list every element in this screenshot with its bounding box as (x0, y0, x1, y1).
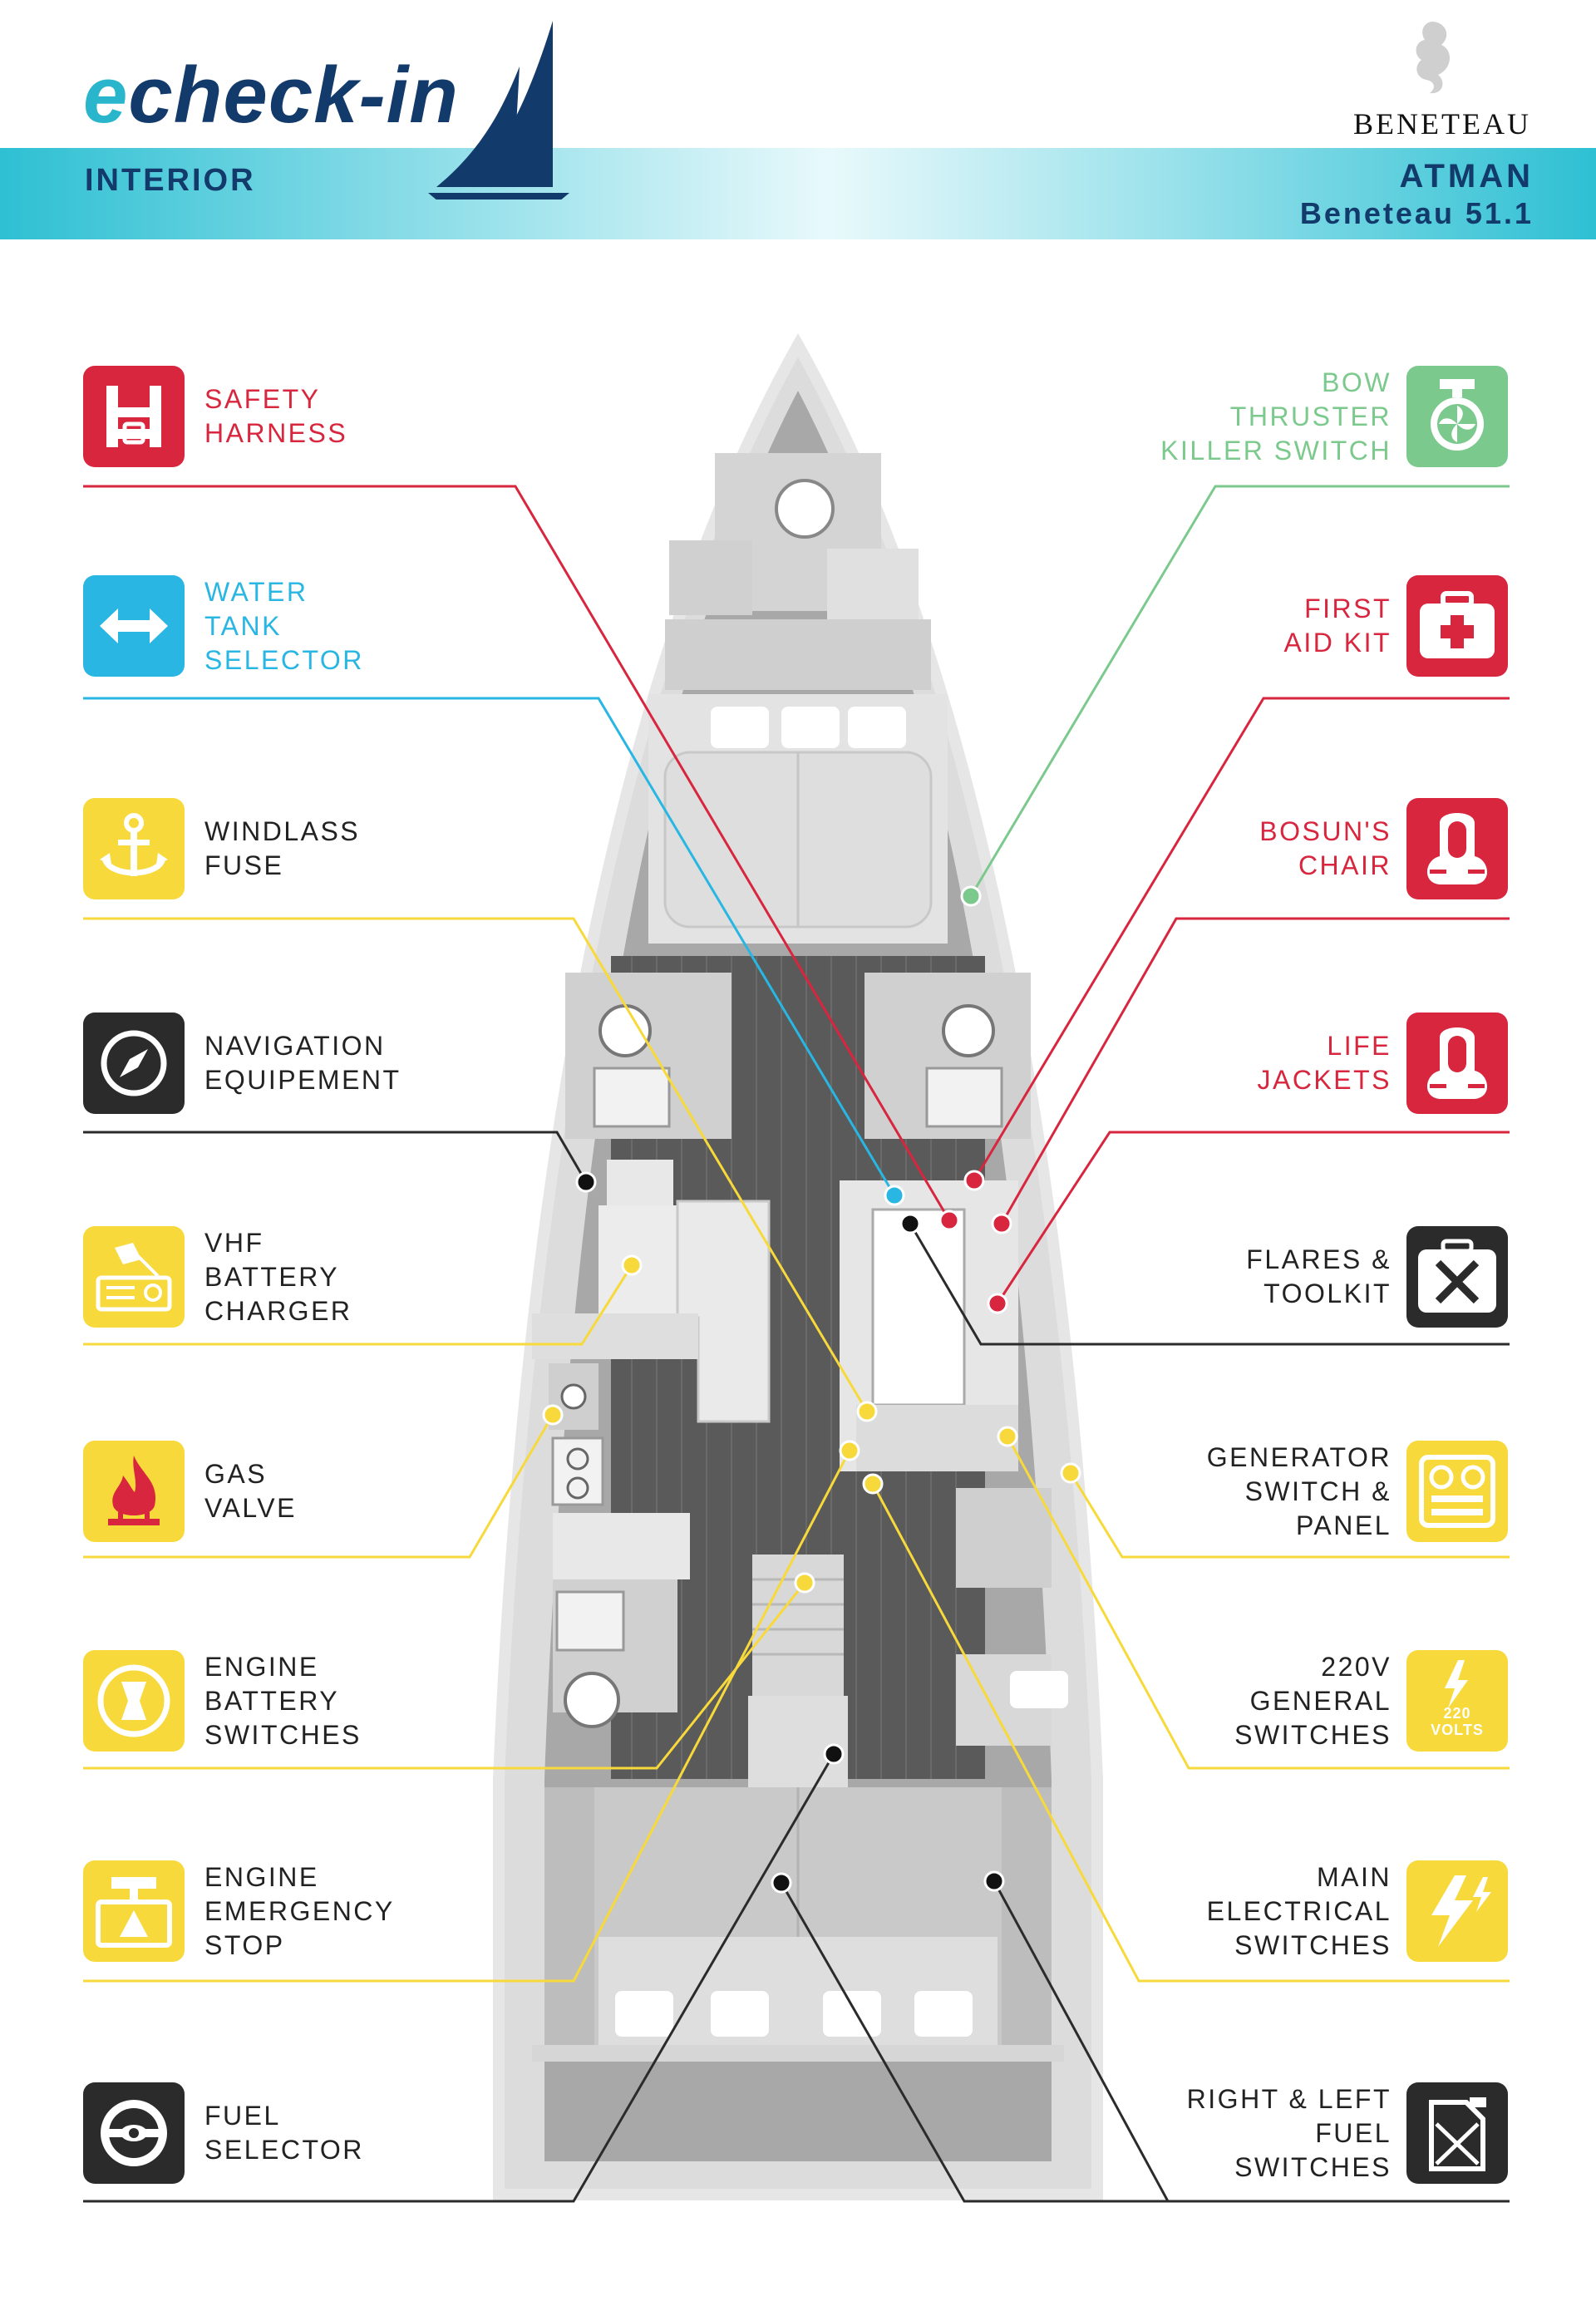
connector-line-left-6 (83, 1582, 806, 1770)
location-dot-left-5 (542, 1404, 564, 1426)
connector-line-left-8 (83, 1753, 835, 2203)
location-dot-left-1 (884, 1185, 905, 1206)
label-lifebuoy: BOSUN'S CHAIR (1259, 816, 1392, 880)
connector-line-left-0 (83, 485, 951, 1221)
label-toolkit: FLARES & TOOLKIT (1246, 1244, 1392, 1308)
connector-line-right-6 (1006, 1436, 1510, 1770)
location-dot-left-2 (856, 1401, 878, 1422)
connector-line-right-1 (973, 697, 1510, 1181)
boat-model: Beneteau 51.1 (1299, 196, 1534, 230)
label-warning-stop: ENGINE EMERGENCY STOP (204, 1861, 395, 1960)
anchor-icon (83, 798, 185, 899)
generator-panel-icon (1406, 1441, 1508, 1542)
thruster-icon (1406, 366, 1508, 467)
location-dot-right-3 (987, 1293, 1008, 1314)
location-dot-left-8 (823, 1743, 845, 1765)
location-dot-left-7 (839, 1440, 860, 1461)
compass-icon (83, 1013, 185, 1114)
label-harness: SAFETY HARNESS (204, 384, 348, 448)
section-title: INTERIOR (85, 163, 256, 198)
label-flame: GAS VALVE (204, 1459, 297, 1523)
label-jerrycan: RIGHT & LEFT FUEL SWITCHES (1186, 2083, 1392, 2182)
label-compass: NAVIGATION EQUIPEMENT (204, 1031, 401, 1095)
header-banner (0, 148, 1596, 239)
bolt-220-icon: 220 VOLTS (1406, 1650, 1508, 1752)
label-anchor: WINDLASS FUSE (204, 816, 361, 880)
connector-line-right-9 (780, 1882, 1168, 2203)
connector-line-right-2 (1000, 917, 1510, 1224)
lifebuoy-icon (1406, 798, 1508, 899)
connector-line-left-2 (83, 917, 869, 1412)
label-thruster: BOW THRUSTER KILLER SWITCH (1160, 367, 1392, 466)
double-bolt-icon (1406, 1860, 1508, 1962)
jerrycan-icon (1406, 2082, 1508, 2184)
location-dot-left-0 (938, 1210, 960, 1231)
fuel-selector-icon (83, 2082, 185, 2184)
label-double-bolt: MAIN ELECTRICAL SWITCHES (1206, 1861, 1392, 1960)
connector-line-right-5 (1069, 1472, 1510, 1559)
label-double-arrow: WATER TANK SELECTOR (204, 576, 364, 675)
connector-line-left-5 (83, 1414, 554, 1559)
label-generator-panel: GENERATOR SWITCH & PANEL (1206, 1441, 1392, 1540)
toolkit-icon (1406, 1226, 1508, 1328)
radio-icon (83, 1226, 185, 1328)
label-bolt-220: 220V GENERAL SWITCHES (1234, 1651, 1392, 1750)
battery-switch-icon (83, 1650, 185, 1752)
connector-line-left-1 (83, 697, 896, 1196)
first-aid-icon (1406, 575, 1508, 677)
label-lifejacket: LIFE JACKETS (1257, 1031, 1392, 1095)
warning-stop-icon (83, 1860, 185, 1962)
location-dot-right-6 (997, 1426, 1018, 1447)
location-dot-left-4 (621, 1254, 643, 1276)
connector-line-left-7 (83, 1450, 851, 1983)
location-dot-right-8 (983, 1870, 1005, 1892)
location-dot-right-1 (963, 1170, 985, 1191)
connector-line-right-0 (969, 485, 1510, 897)
connector-line-right-3 (996, 1131, 1510, 1304)
location-dot-right-2 (991, 1213, 1012, 1234)
connector-line-left-3 (83, 1131, 588, 1183)
label-battery-switch: ENGINE BATTERY SWITCHES (204, 1651, 362, 1750)
volts-label: 220 VOLTS (1431, 1705, 1484, 1738)
seahorse-logo-icon (1416, 22, 1451, 94)
boat-name: ATMAN (1399, 158, 1534, 195)
beneteau-brand: BENETEAU (1353, 107, 1531, 140)
location-dot-right-4 (899, 1213, 921, 1234)
connector-dots (542, 885, 1081, 1894)
harness-icon (83, 366, 185, 467)
lifejacket-icon (1406, 1013, 1508, 1114)
location-dot-right-7 (862, 1473, 884, 1495)
location-dot-right-9 (771, 1872, 792, 1894)
connector-line-right-4 (909, 1223, 1510, 1346)
connector-lines (83, 485, 1510, 2203)
connector-line-right-7 (871, 1483, 1510, 1983)
location-dot-left-3 (575, 1171, 597, 1193)
location-dot-left-6 (794, 1572, 815, 1594)
label-radio: VHF BATTERY CHARGER (204, 1227, 352, 1326)
flame-icon (83, 1441, 185, 1542)
echeck-in-logo: echeck-in (83, 51, 459, 140)
label-fuel-selector: FUEL SELECTOR (204, 2101, 364, 2165)
location-dot-right-5 (1060, 1462, 1081, 1484)
sailboat-logo-icon (428, 21, 569, 200)
double-arrow-icon (83, 575, 185, 677)
label-first-aid: FIRST AID KIT (1283, 594, 1392, 658)
location-dot-right-0 (960, 885, 982, 907)
connector-line-left-4 (83, 1264, 633, 1346)
